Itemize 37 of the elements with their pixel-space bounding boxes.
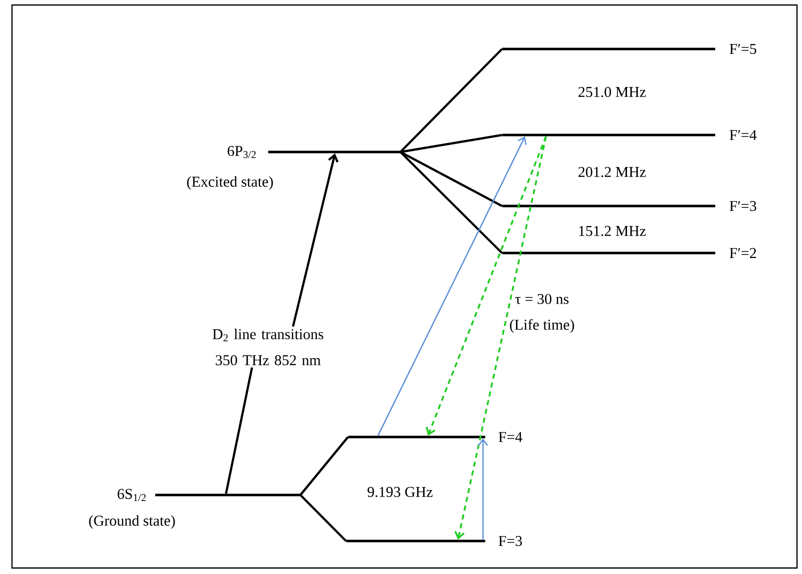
energy-level-line xyxy=(502,252,716,254)
connector-line xyxy=(400,48,503,153)
connector-line xyxy=(400,151,503,254)
level-label: F=4 xyxy=(498,432,522,442)
splitting-label: 151.2 MHz xyxy=(579,226,646,236)
energy-level-line xyxy=(348,436,486,438)
level-label: F=3 xyxy=(498,536,522,546)
energy-level-line xyxy=(502,204,716,208)
level-label: F′=5 xyxy=(730,44,756,54)
connector-line xyxy=(224,367,254,494)
lifetime-label: (Life time) xyxy=(510,319,574,333)
splitting-label: 201.2 MHz xyxy=(578,166,646,178)
level-label: F′=3 xyxy=(730,200,756,212)
connector-line xyxy=(300,494,347,542)
energy-level-line xyxy=(268,150,400,154)
level-label: F′=2 xyxy=(730,248,756,258)
level-label: (Ground state) xyxy=(89,515,175,529)
transition-label: D$_{2}$ line transitions 350 THz 852 nm xyxy=(212,328,324,366)
connector-line xyxy=(400,134,502,154)
energy-level-line xyxy=(155,494,300,496)
level-label: F′=4 xyxy=(730,130,757,140)
level-label: 6S$_{1/2}$ xyxy=(118,488,146,502)
splitting-label: 9.193 GHz xyxy=(368,486,432,498)
lifetime-label: τ = 30 ns xyxy=(515,294,568,304)
level-label: 6P$_{3/2}$ xyxy=(228,146,256,158)
connector-line xyxy=(300,436,349,496)
energy-level-line xyxy=(346,540,486,542)
arrow xyxy=(292,153,339,327)
arrow xyxy=(454,136,547,540)
connector-line xyxy=(400,151,503,207)
energy-level-line xyxy=(502,48,716,50)
energy-level-line xyxy=(502,134,716,136)
splitting-label: 251.0 MHz xyxy=(578,86,646,98)
level-label: (Excited state) xyxy=(187,176,273,190)
arrow xyxy=(426,136,547,436)
arrow xyxy=(478,438,488,540)
arrow xyxy=(377,136,527,436)
